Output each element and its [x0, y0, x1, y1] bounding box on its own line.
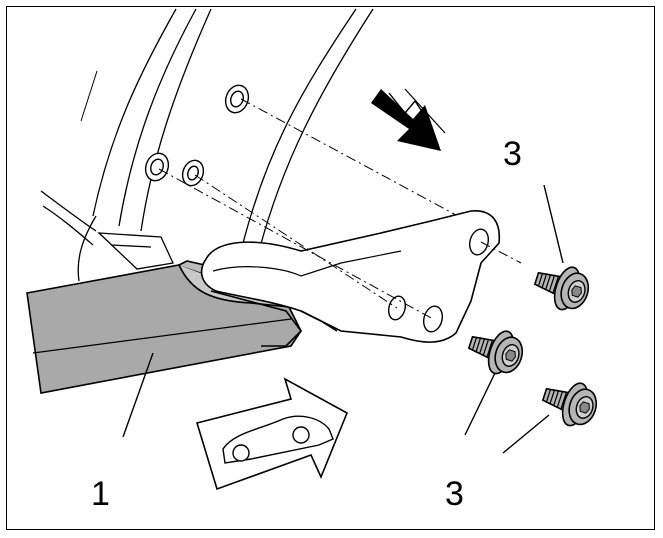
- leader-lines: [122, 184, 564, 454]
- callout-label-3-bottom: 3: [445, 475, 464, 513]
- alignment-lines: [158, 98, 522, 320]
- bolt-icon: [463, 320, 529, 381]
- bracket: [200, 210, 501, 347]
- vehicle-forward-icon: [195, 377, 349, 491]
- direction-arrow-icon: [371, 88, 446, 151]
- callout-label-1: 1: [91, 475, 110, 513]
- diagram-frame: 1 3 3: [6, 6, 655, 530]
- bolt-icon: [537, 372, 603, 433]
- body-panel: [40, 8, 374, 282]
- exploded-view-drawing: [26, 8, 603, 491]
- body-holes: [144, 84, 250, 187]
- bolt-icon: [529, 256, 595, 317]
- callout-label-3-top: 3: [503, 135, 522, 173]
